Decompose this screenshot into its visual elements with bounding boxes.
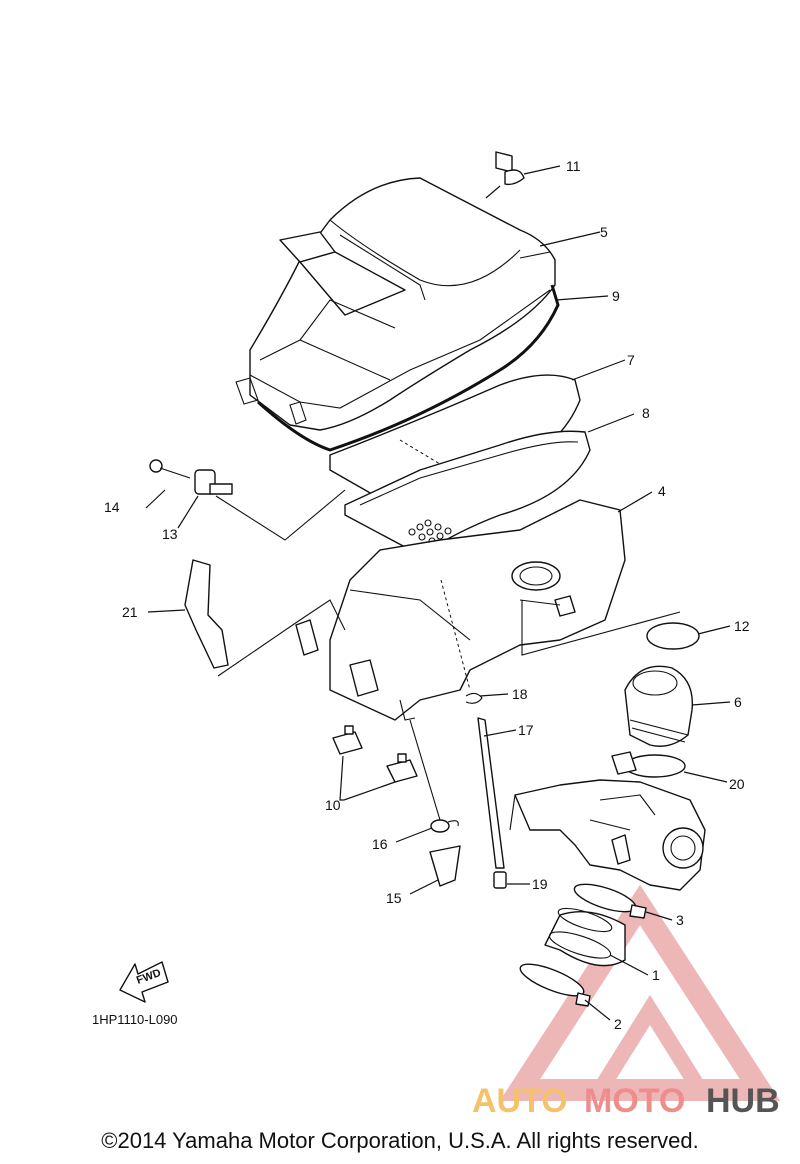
callout-4: 4 [658, 483, 666, 499]
part-16-cap [430, 819, 459, 833]
watermark-hub: HUB [706, 1082, 780, 1120]
part-8-element-frame [344, 430, 591, 556]
callout-1: 1 [652, 967, 660, 983]
callout-19: 19 [532, 876, 548, 892]
throttle-body [509, 779, 706, 891]
part-20-clamp [611, 751, 686, 778]
part-12-o-ring [646, 622, 700, 650]
part-6-joint [624, 665, 694, 747]
part-11-label [495, 151, 525, 186]
callout-13: 13 [162, 526, 178, 542]
watermark-text: AUTO MOTO HUB [472, 1082, 780, 1120]
element-holes [408, 519, 452, 545]
part-17-hose [477, 717, 505, 869]
part-10-dampers [332, 725, 418, 783]
callout-20: 20 [729, 776, 745, 792]
callout-15: 15 [386, 890, 402, 906]
part-1-joint [544, 907, 626, 967]
callout-3: 3 [676, 912, 684, 928]
part-4-filter-case [295, 499, 626, 721]
part-3-clamp [573, 883, 647, 919]
callout-16: 16 [372, 836, 388, 852]
callout-18: 18 [512, 686, 528, 702]
part-9-seal [256, 284, 560, 452]
part-15-drain [429, 845, 461, 887]
callout-14: 14 [104, 499, 120, 515]
watermark-moto: MOTO [584, 1082, 685, 1120]
callout-7: 7 [627, 352, 635, 368]
callout-12: 12 [734, 618, 750, 634]
callout-labels: 11 5 9 7 8 4 12 6 20 3 1 2 17 18 19 10 1… [104, 158, 750, 1032]
copyright-notice: ©2014 Yamaha Motor Corporation, U.S.A. A… [101, 1128, 699, 1153]
part-14-screw [149, 459, 191, 479]
callout-10: 10 [325, 797, 341, 813]
fwd-arrow: FWD [119, 961, 169, 1003]
callout-8: 8 [642, 405, 650, 421]
diagram-code: 1HP1110-L090 [92, 1012, 178, 1027]
callout-5: 5 [600, 224, 608, 240]
callout-21: 21 [122, 604, 138, 620]
callout-2: 2 [614, 1016, 622, 1032]
callout-6: 6 [734, 694, 742, 710]
leader-lines [145, 165, 731, 1021]
part-13-sensor [194, 469, 233, 495]
part-21-bracket [184, 559, 229, 669]
part-19-plug [493, 871, 507, 889]
callout-11: 11 [566, 158, 581, 174]
callout-9: 9 [612, 288, 620, 304]
part-18-clip [465, 692, 483, 704]
watermark-auto: AUTO [472, 1082, 568, 1120]
part-5-case-cover [235, 177, 556, 431]
callout-17: 17 [518, 722, 534, 738]
part-2-clamp [519, 963, 591, 1007]
